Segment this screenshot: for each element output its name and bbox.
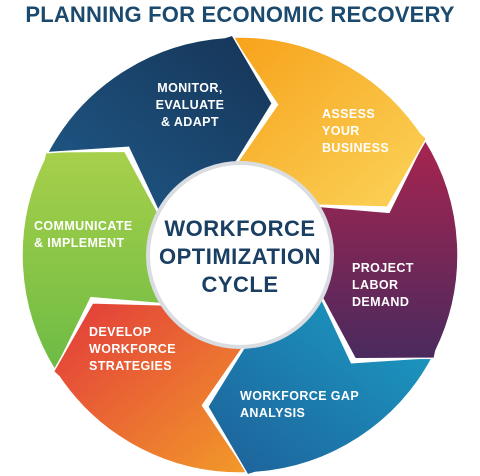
- page-title: PLANNING FOR ECONOMIC RECOVERY: [25, 2, 455, 27]
- label-develop: DEVELOP WORKFORCE STRATEGIES: [89, 325, 176, 373]
- center-ring: [146, 161, 334, 349]
- labels-layer: MONITOR, EVALUATE & ADAPT ASSESS YOUR BUSINES…: [34, 81, 414, 420]
- label-monitor: MONITOR, EVALUATE & ADAPT: [156, 81, 225, 129]
- label-gap: WORKFORCE GAP ANALYSIS: [240, 389, 359, 420]
- center-circle: [148, 163, 332, 347]
- label-comm: COMMUNICATE & IMPLEMENT: [34, 219, 133, 250]
- segments-layer: [21, 34, 459, 476]
- label-project: PROJECT LABOR DEMAND: [352, 261, 414, 309]
- label-monitor-line-2: EVALUATE: [156, 98, 225, 112]
- center-label-line2: OPTIMIZATION: [159, 244, 321, 269]
- label-gap-line-1: WORKFORCE GAP: [240, 389, 359, 403]
- label-monitor-line-1: MONITOR,: [157, 81, 222, 95]
- label-project-line-2: LABOR: [352, 278, 398, 292]
- label-assess-line-2: YOUR: [322, 124, 360, 138]
- label-develop-line-3: STRATEGIES: [89, 359, 172, 373]
- label-develop-line-1: DEVELOP: [89, 325, 152, 339]
- label-monitor-line-3: & ADAPT: [161, 115, 219, 129]
- label-project-line-1: PROJECT: [352, 261, 414, 275]
- label-comm-line-2: & IMPLEMENT: [34, 236, 125, 250]
- label-gap-line-2: ANALYSIS: [240, 406, 305, 420]
- label-project-line-3: DEMAND: [352, 295, 409, 309]
- center-label-line3: CYCLE: [201, 272, 278, 297]
- label-assess: ASSESS YOUR BUSINESS: [322, 107, 389, 155]
- label-assess-line-3: BUSINESS: [322, 141, 389, 155]
- label-assess-line-1: ASSESS: [322, 107, 375, 121]
- label-develop-line-2: WORKFORCE: [89, 342, 176, 356]
- center-label-line1: WORKFORCE: [164, 216, 315, 241]
- label-comm-line-1: COMMUNICATE: [34, 219, 133, 233]
